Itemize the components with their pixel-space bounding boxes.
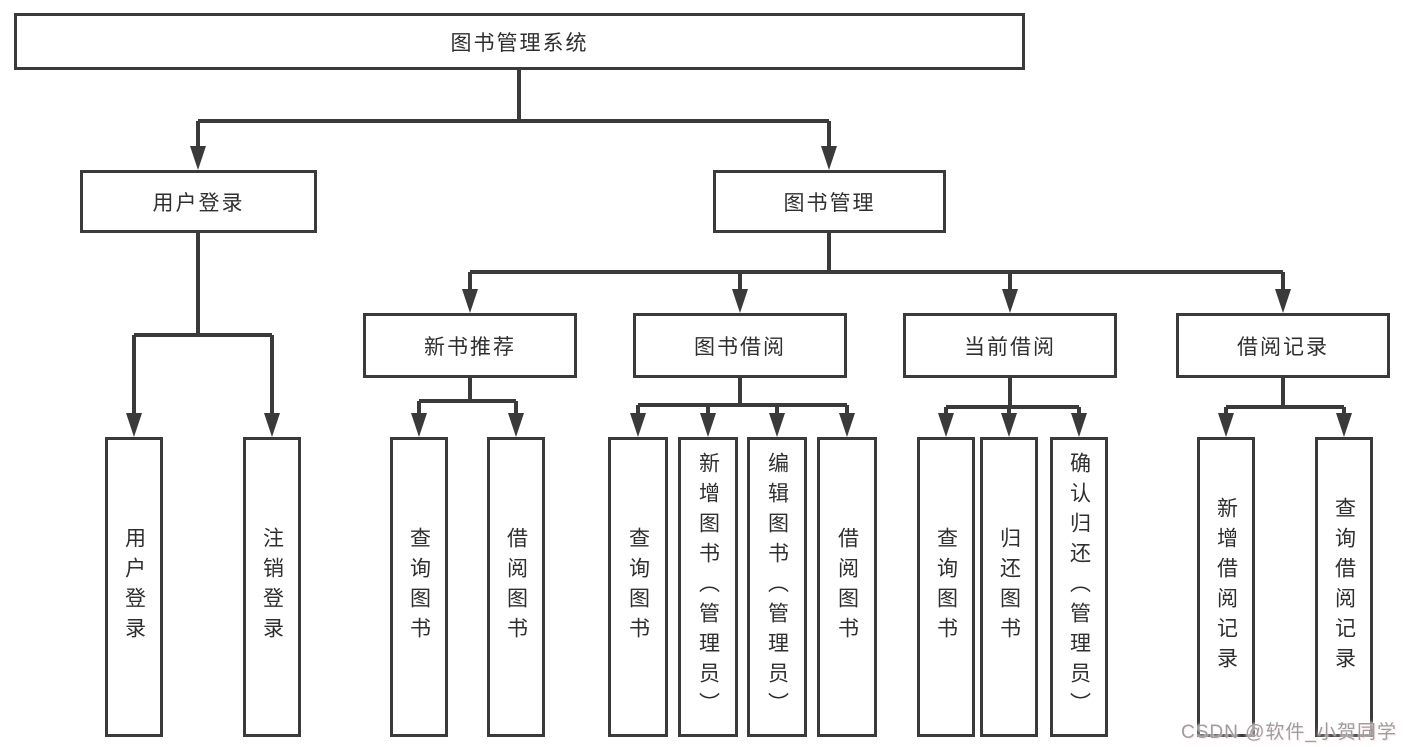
leaf-add-borrowing-record: 新增借阅记录 — [1197, 437, 1255, 737]
node-user-login: 用户登录 — [80, 170, 317, 233]
leaf-borrow-books-borrowing: 借阅图书 — [817, 437, 877, 737]
csdn-watermark: CSDN @软件_小贺同学 — [1181, 722, 1397, 743]
node-label: 确认归还（管理员） — [1067, 452, 1091, 722]
leaf-confirm-return-admin: 确认归还（管理员） — [1050, 437, 1108, 737]
node-label: 归还图书 — [997, 527, 1021, 647]
node-label: 新书推荐 — [424, 335, 516, 359]
leaf-edit-books-admin: 编辑图书（管理员） — [747, 437, 807, 737]
node-label: 查询图书 — [626, 527, 650, 647]
node-label: 注销登录 — [260, 527, 284, 647]
leaf-return-books: 归还图书 — [980, 437, 1038, 737]
node-label: 查询借阅记录 — [1332, 497, 1356, 677]
node-label: 查询图书 — [934, 527, 958, 647]
leaf-borrow-books-recommend: 借阅图书 — [487, 437, 545, 737]
node-borrowing-records: 借阅记录 — [1176, 313, 1390, 378]
leaf-add-books-admin: 新增图书（管理员） — [678, 437, 738, 737]
leaf-query-books-current: 查询图书 — [917, 437, 975, 737]
node-label: 借阅记录 — [1237, 335, 1329, 359]
node-label: 查询图书 — [407, 527, 431, 647]
node-current-borrowing: 当前借阅 — [903, 313, 1117, 378]
node-label: 用户登录 — [152, 191, 245, 215]
node-book-management: 图书管理 — [713, 170, 946, 233]
node-label: 编辑图书（管理员） — [765, 452, 789, 722]
node-label: 新增借阅记录 — [1214, 497, 1238, 677]
node-label: 图书管理系统 — [450, 31, 589, 55]
node-label: 图书借阅 — [694, 335, 786, 359]
node-library-management-system: 图书管理系统 — [14, 13, 1025, 70]
node-label: 当前借阅 — [964, 335, 1056, 359]
node-label: 图书管理 — [783, 191, 876, 215]
node-label: 用户登录 — [122, 527, 146, 647]
leaf-query-borrowing-record: 查询借阅记录 — [1315, 437, 1373, 737]
leaf-logout: 注销登录 — [243, 437, 301, 737]
node-label: 借阅图书 — [504, 527, 528, 647]
node-label: 借阅图书 — [835, 527, 859, 647]
node-book-borrowing: 图书借阅 — [633, 313, 847, 378]
leaf-user-login: 用户登录 — [105, 437, 163, 737]
leaf-query-books-recommend: 查询图书 — [390, 437, 448, 737]
node-label: 新增图书（管理员） — [696, 452, 720, 722]
leaf-query-books-borrowing: 查询图书 — [608, 437, 668, 737]
node-new-book-recommendation: 新书推荐 — [363, 313, 577, 378]
